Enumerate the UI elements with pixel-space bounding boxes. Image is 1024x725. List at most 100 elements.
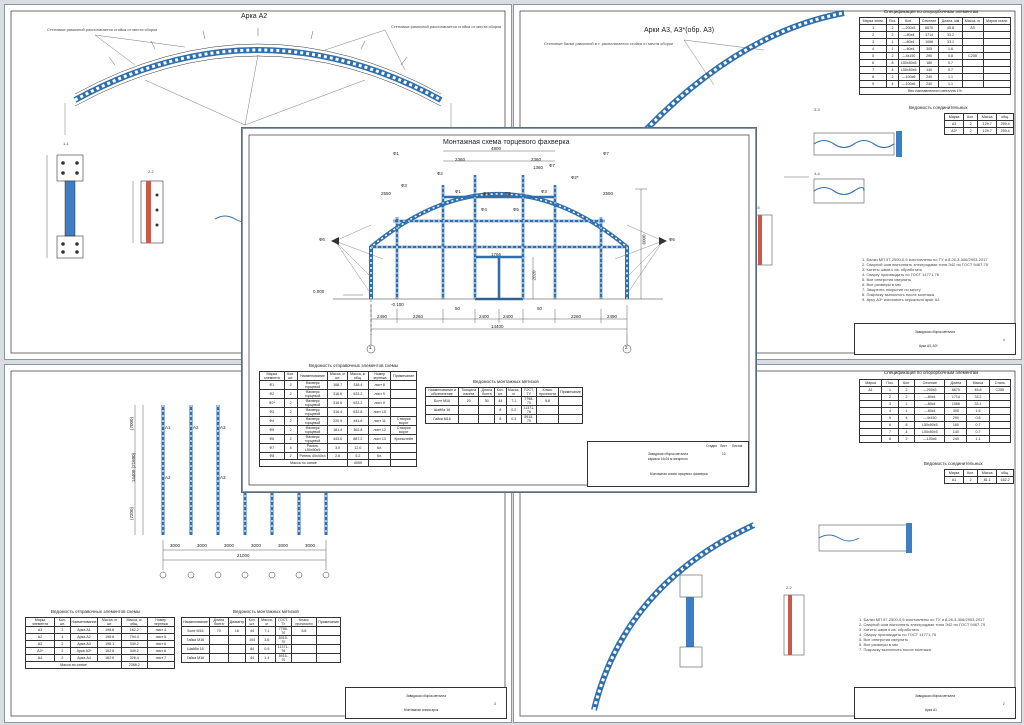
dim-label: (7000) [129, 416, 135, 431]
section-1-1-detail [679, 574, 703, 668]
table-caption: Спецификация по опорорбочным элементам [884, 370, 979, 375]
element-label: Ф7 [603, 151, 609, 156]
sheet-title: Монтажная схема торцевого фахверка [443, 139, 570, 146]
element-label: Ф5 [505, 191, 511, 196]
table-header: Сечение [918, 17, 940, 25]
dim-label: 2550 [381, 191, 392, 196]
arch-label: А2 [193, 425, 199, 430]
dim-label: 50 [455, 306, 461, 311]
dim-label: 2260 [413, 314, 424, 319]
dim-total: 21000 [237, 553, 250, 558]
notes-block: 1. Балки МП 57-2500-0,5 изготовлены по Т… [862, 257, 989, 302]
title-block: Заводская сборка металла Арки А3, А3* 4 [854, 323, 1016, 355]
drawing-sheet-end-framework[interactable]: Монтажная схема торцевого фахверка 4800 … [242, 128, 756, 492]
dim-label: 14400 (21600) [131, 452, 137, 483]
dim-label: 2550 [603, 191, 614, 196]
element-label: Ф1 [455, 189, 461, 194]
element-label: Ф5 [513, 207, 519, 212]
dim-total: 14400 [491, 324, 504, 329]
table-caption: Спецификация по опорорбочным элементам [884, 9, 979, 14]
specification-table: Марка элем. Поз. Кол. Сечение Длина, мм … [858, 17, 1012, 95]
table-row: Вес наплавленного металла 1% [859, 87, 1011, 95]
arch-label: А1 [165, 425, 171, 430]
dim-label: 1766 [491, 252, 502, 257]
title-block: Заводская сборка металла Арка А1 2 [854, 687, 1016, 719]
table-header: Марка элем. [858, 17, 888, 25]
note-label: Стеновые рамочной располагается стойка о… [391, 24, 502, 29]
axis-label: 2 [625, 345, 628, 350]
dim-label: 3000 [170, 543, 181, 548]
dim-label: 2490 [607, 314, 618, 319]
dim-label: 2400 [479, 314, 490, 319]
dim-height: 6000 [641, 234, 647, 245]
arch-label: А3 [220, 475, 226, 480]
drawing-sheet-arch-layout[interactable]: (7000) 14400 (21600) (7200) 3000 3000 30… [4, 364, 512, 723]
axis-label: 1 [369, 345, 372, 350]
dim-label: 1360 [533, 165, 544, 170]
element-label: Ф1 [393, 151, 399, 156]
end-framework-elevation [248, 134, 750, 486]
dim-label: 2400 [503, 314, 514, 319]
section-label: 2-2 [786, 585, 792, 590]
table-caption: Ведомость соединительных [909, 105, 968, 110]
dim-label: 3000 [197, 543, 208, 548]
element-label: Ф3 [401, 183, 407, 188]
table-header: Марка стали [982, 17, 1012, 25]
section-label: 1-1 [682, 565, 688, 570]
element-label: Ф7 [549, 163, 555, 168]
table-caption: Ведомость монтажных метизов [473, 379, 539, 384]
table-caption: Ведомость отправочных элементов схемы [309, 363, 399, 368]
element-label: Ф6 [319, 237, 325, 242]
notes-block: 1. Балки МП 57-2500-0,5 изготовлены по Т… [859, 617, 986, 652]
dim-label: (7200) [129, 506, 135, 521]
table-caption: Ведомость монтажных метизов [233, 609, 299, 614]
dim-label: 2260 [571, 314, 582, 319]
section-label: 1-1 [63, 141, 69, 146]
table-header: Поз. [886, 17, 899, 25]
element-label: Ф4 [481, 207, 487, 212]
table-caption: Ведомость соединительных [924, 461, 983, 466]
table-caption: Ведомость отправочных элементов схемы [51, 609, 141, 614]
dim-label: 2490 [377, 314, 388, 319]
title-block: Заводская сборка металла Монтажная схема… [345, 687, 507, 719]
table-header: Кол. [897, 17, 920, 25]
dim-label: 3000 [224, 543, 235, 548]
section-label: 4-4 [814, 171, 820, 176]
dim-label: 3000 [278, 543, 289, 548]
table-header: Длина, мм [938, 17, 963, 25]
level-mark: 0.000 [313, 289, 325, 294]
table-header: Масса, кг [961, 17, 984, 25]
